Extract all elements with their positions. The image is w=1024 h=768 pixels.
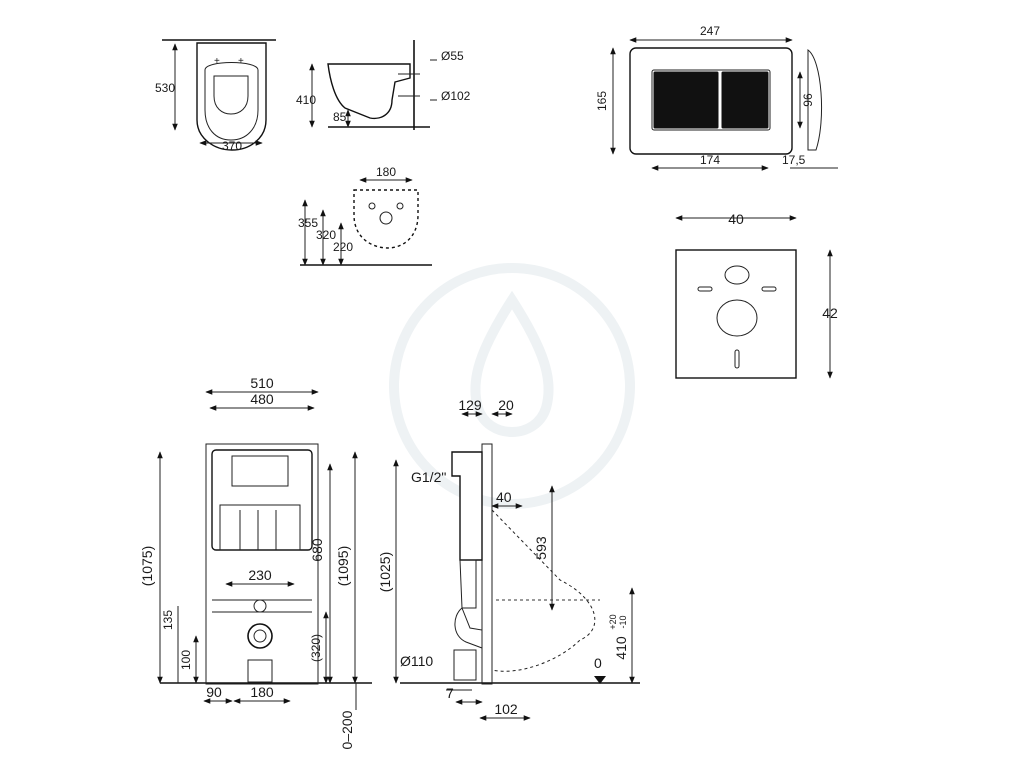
dim-frame-h100: 100 (179, 650, 193, 670)
dim-plate-button-height: 96 (801, 93, 815, 107)
dim-side-tol-plus: +20 (608, 614, 618, 629)
dim-side-593: 593 (533, 536, 549, 560)
dim-frame-height-inner: 680 (309, 538, 325, 562)
dim-frame-left-offset: 90 (206, 684, 222, 700)
dim-frame-height-total: (1075) (139, 546, 155, 586)
frame-side-view (393, 411, 640, 721)
dim-frame-h135: 135 (161, 610, 175, 630)
bowl-plan-view: + + (162, 39, 276, 151)
dim-side-7: 7 (446, 685, 454, 701)
dim-bowl-side-height: 410 (296, 93, 316, 107)
dim-bowl-plan-width: 370 (222, 139, 242, 153)
frame-front-view (157, 389, 372, 710)
dim-bowl-rim: 85 (333, 110, 347, 124)
dim-frame-bottom-spacing: 180 (250, 684, 274, 700)
dim-gasket-width: 40 (728, 211, 744, 227)
dim-side-tol-minus: -10 (618, 615, 628, 628)
dim-side-102: 102 (494, 701, 518, 717)
dim-bowl-plan-height: 530 (155, 81, 175, 95)
dim-rear-spacing: 180 (376, 165, 396, 179)
sound-insulation-gasket (675, 215, 833, 379)
dim-bowl-outlet: Ø55 (441, 49, 464, 63)
dim-gasket-height: 42 (822, 305, 838, 321)
dim-rear-h3: 220 (333, 240, 353, 254)
dim-plate-width: 247 (700, 24, 720, 38)
svg-text:+: + (238, 56, 244, 67)
dim-side-129: 129 (458, 397, 482, 413)
dim-plate-depth: 17,5 (782, 153, 806, 167)
dim-side-40: 40 (496, 489, 512, 505)
svg-text:+: + (214, 56, 220, 67)
bowl-rear-view (300, 177, 432, 266)
dim-frame-height-outer: (1095) (335, 546, 351, 586)
dim-frame-bolt-spacing: 230 (248, 567, 272, 583)
dim-side-20: 20 (498, 397, 514, 413)
dim-rear-h1: 355 (298, 216, 318, 230)
dim-side-bowl-height: 410 (613, 636, 629, 660)
dim-side-zero: 0 (594, 655, 602, 671)
dim-rear-h2: 320 (316, 228, 336, 242)
dim-frame-width-outer: 510 (250, 375, 274, 391)
flush-plate (610, 37, 838, 171)
dim-bowl-waste: Ø102 (441, 89, 471, 103)
dim-side-1025: (1025) (377, 552, 393, 592)
dim-plate-height: 165 (595, 91, 609, 111)
dim-frame-adjust: 0–200 (339, 710, 355, 749)
dim-frame-h320: (320) (309, 634, 323, 662)
dim-side-outlet: Ø110 (400, 653, 433, 669)
bowl-side-view (309, 40, 437, 130)
dim-side-inlet: G1/2" (411, 469, 446, 485)
dim-plate-button-width: 174 (700, 153, 720, 167)
dim-frame-width-inner: 480 (250, 391, 274, 407)
